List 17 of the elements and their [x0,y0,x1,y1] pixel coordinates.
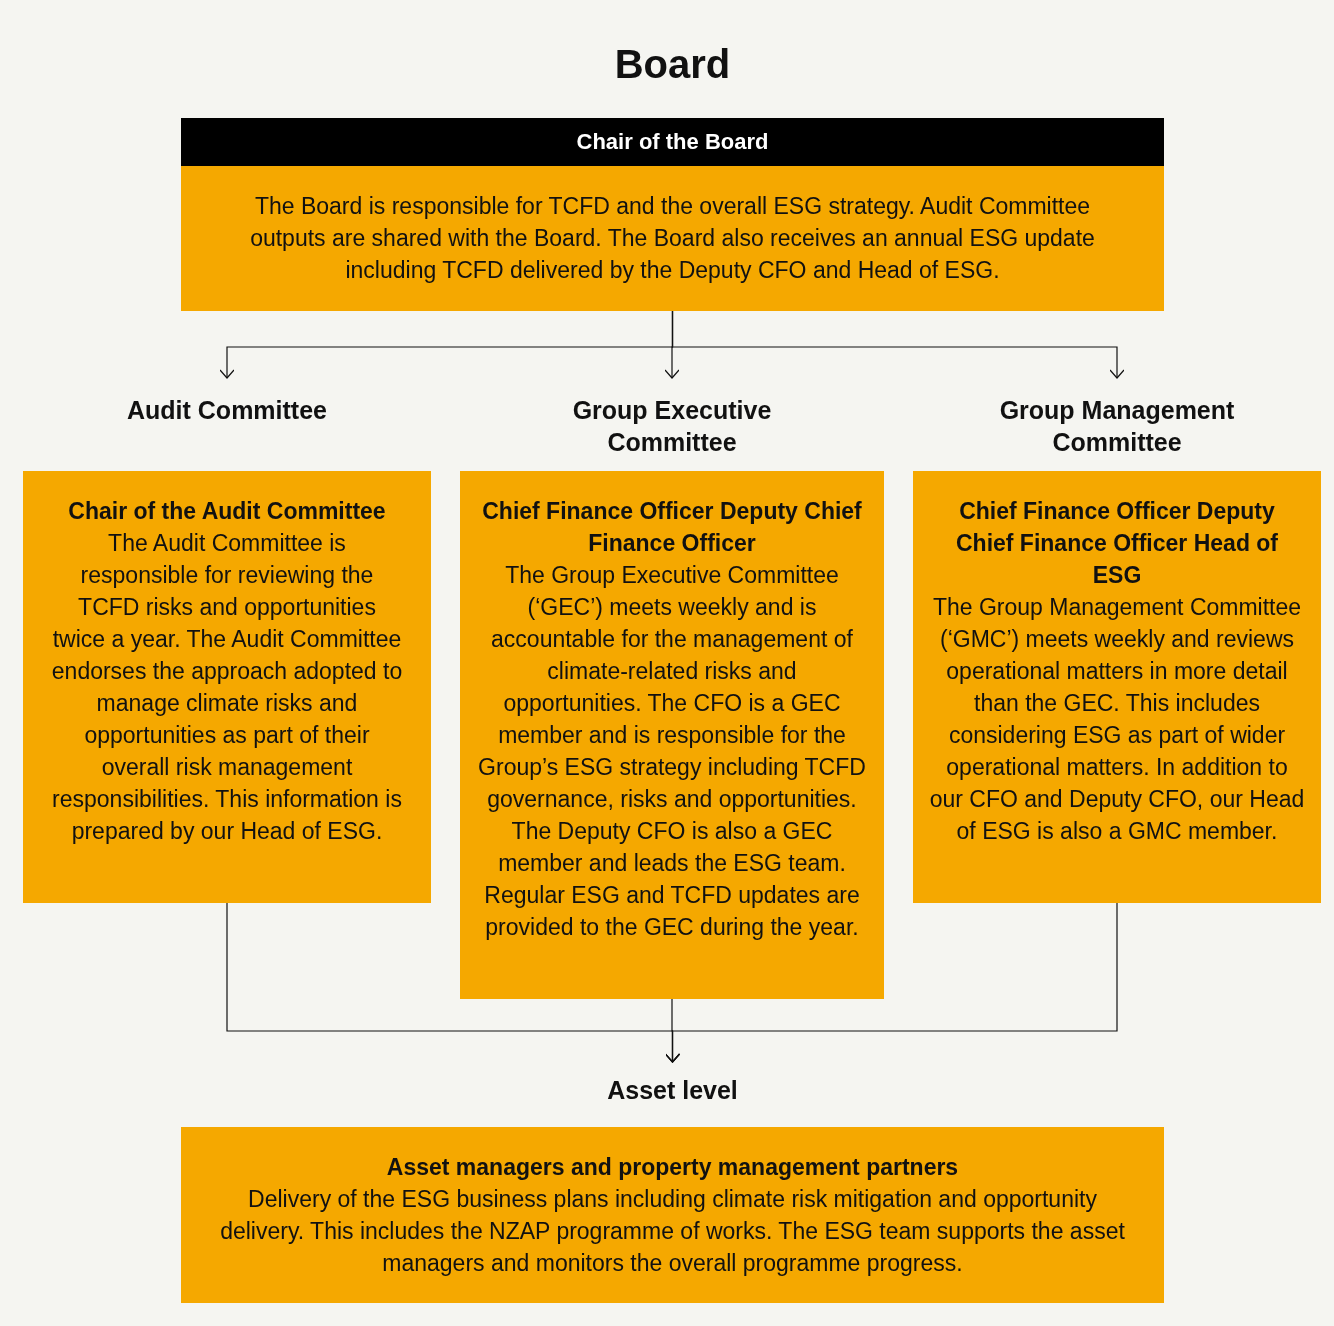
section-heading: Asset level [607,1075,738,1106]
description-text: The Audit Committee is responsible for reviewing the TCFD risks and opportunities twice a year. The Audit Committee endorses the approach adopted to manage climate risks and opportunities as part of their overall risk management responsibilities. This information is prepared by our Head of ESG. [50,529,404,846]
description-text: The Board is responsible for TCFD and the overall ESG strategy. Audit Committee outputs are shared with the Board. The Board also receives an annual ESG update including TCFD delivered by the Deputy CFO and Head of ESG. [249,192,1096,285]
role-title: Asset managers and property management partners [385,1153,960,1182]
role-title: Chair of the Audit Committee [67,497,387,526]
description-text: The Group Executive Committee (‘GEC’) meets weekly and is accountable for the management of climate-related risks and opportunities. The CFO is a GEC member and is responsible for the Group’s ESG strategy including TCFD governance, risks and opportunities. The Deputy CFO is also a GEC member and leads the ESG team. Regular ESG and TCFD updates are provided to the GEC during the year. [477,561,867,942]
description-text: Delivery of the ESG business plans including climate risk mitigation and opportunity delivery. This includes the NZAP programme of works. The ESG team supports the asset managers and monitors the overall programme progress. [219,1185,1126,1278]
section-heading: Group Management Committee [998,395,1236,458]
connector-arrow [671,310,1125,379]
header-bar: Chair of the Board [181,118,1164,166]
section-heading: Group Executive Committee [571,395,773,458]
role-title: Chief Finance Officer Deputy Chief Finance Officer [481,497,863,558]
connector-arrow [664,902,1118,1063]
description-text: The Group Management Committee (‘GMC’) meets weekly and reviews operational matters in more detail than the GEC. This includes considering ESG as part of wider operational matters. In addition to our CFO and Deputy CFO, our Head of ESG is also a GMC member. [929,593,1305,846]
section-heading: Audit Committee [127,395,327,426]
section-heading: Board [614,48,731,80]
role-title: Chief Finance Officer Deputy Chief Finance Officer Head of ESG [954,497,1280,590]
